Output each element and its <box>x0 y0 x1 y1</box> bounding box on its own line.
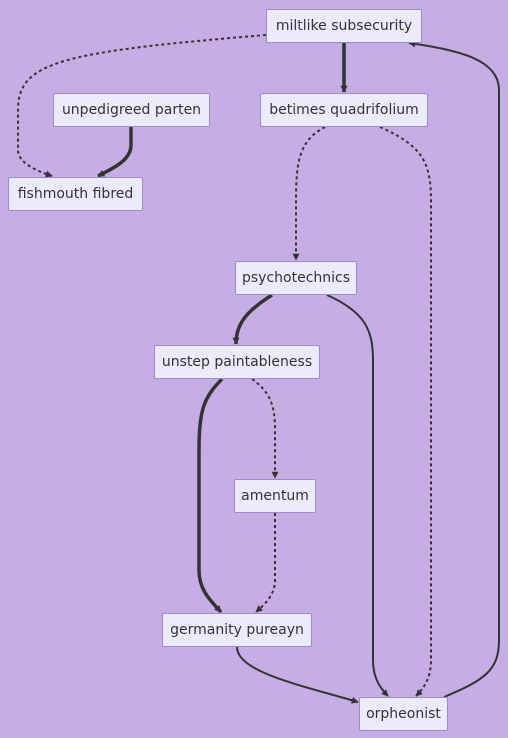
node-psychotechnics[interactable]: psychotechnics <box>235 261 357 295</box>
node-unstep-paintableness[interactable]: unstep paintableness <box>154 345 320 379</box>
edge-psychotechnics-to-unstep <box>232 293 273 345</box>
node-germanity-pureayn[interactable]: germanity pureayn <box>162 613 312 647</box>
edge-unpedigreed-to-fishmouth <box>97 127 133 178</box>
node-unpedigreed-parten[interactable]: unpedigreed parten <box>53 93 210 127</box>
edge-unstep-to-germanity <box>197 377 224 614</box>
edge-betimes-to-psychotechnics <box>292 126 326 261</box>
node-betimes-quadrifolium[interactable]: betimes quadrifolium <box>260 93 428 127</box>
edge-germanity-to-orpheonist <box>236 646 359 704</box>
node-miltlike-subsecurity[interactable]: miltlike subsecurity <box>266 9 422 43</box>
node-amentum[interactable]: amentum <box>234 479 316 513</box>
node-orpheonist[interactable]: orpheonist <box>359 697 448 731</box>
edge-miltlike-to-fishmouth <box>17 34 267 178</box>
node-fishmouth-fibred[interactable]: fishmouth fibred <box>8 177 143 211</box>
edge-betimes-to-orpheonist <box>379 126 432 697</box>
edge-amentum-to-germanity <box>255 513 276 613</box>
edge-orpheonist-to-miltlike <box>408 40 500 698</box>
edge-psychotechnics-to-orpheonist <box>326 294 389 697</box>
edge-unstep-to-amentum <box>251 378 279 479</box>
